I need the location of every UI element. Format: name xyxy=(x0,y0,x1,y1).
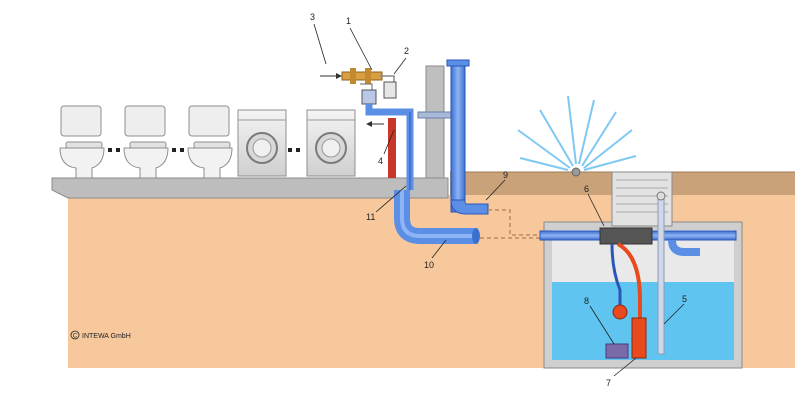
callout-11: 11 xyxy=(366,212,375,222)
callout-8: 8 xyxy=(584,296,589,306)
building-wall xyxy=(425,65,445,179)
freshwater-supply-unit xyxy=(320,68,397,105)
svg-text:C: C xyxy=(73,334,78,340)
callout-5: 5 xyxy=(682,294,687,304)
washing-machine-icon xyxy=(306,109,356,177)
rain-downpipe xyxy=(446,59,489,215)
building-floor-slab xyxy=(51,177,449,199)
filter-unit xyxy=(599,227,653,245)
toilet-icon xyxy=(59,105,105,179)
submersible-pump xyxy=(631,317,647,359)
callout-4: 4 xyxy=(378,156,383,166)
callout-2: 2 xyxy=(404,46,409,56)
callout-7: 7 xyxy=(606,378,611,388)
toilet-icon xyxy=(187,105,233,179)
toilet-icon xyxy=(123,105,169,179)
callout-1: 1 xyxy=(346,16,351,26)
washing-machine-icon xyxy=(237,109,287,177)
copyright-text: INTEWA GmbH xyxy=(82,333,131,340)
consumer-supply-pipes xyxy=(365,104,453,190)
ellipsis-dots xyxy=(108,148,300,152)
callout-6: 6 xyxy=(584,184,589,194)
sewer-pipe xyxy=(394,190,480,244)
cistern-tank xyxy=(539,171,743,369)
sprinkler-icon xyxy=(517,95,637,177)
washing-machine-row xyxy=(237,109,356,177)
callouts xyxy=(313,23,685,377)
inlet-dashed-link xyxy=(488,209,545,236)
callout-3: 3 xyxy=(310,12,315,22)
toilet-row xyxy=(59,105,300,179)
pump-base xyxy=(605,343,629,359)
float-switch-box xyxy=(383,81,397,99)
callout-10: 10 xyxy=(424,260,434,270)
copyright-notice: C INTEWA GmbH xyxy=(70,330,131,340)
callout-9: 9 xyxy=(503,170,508,180)
